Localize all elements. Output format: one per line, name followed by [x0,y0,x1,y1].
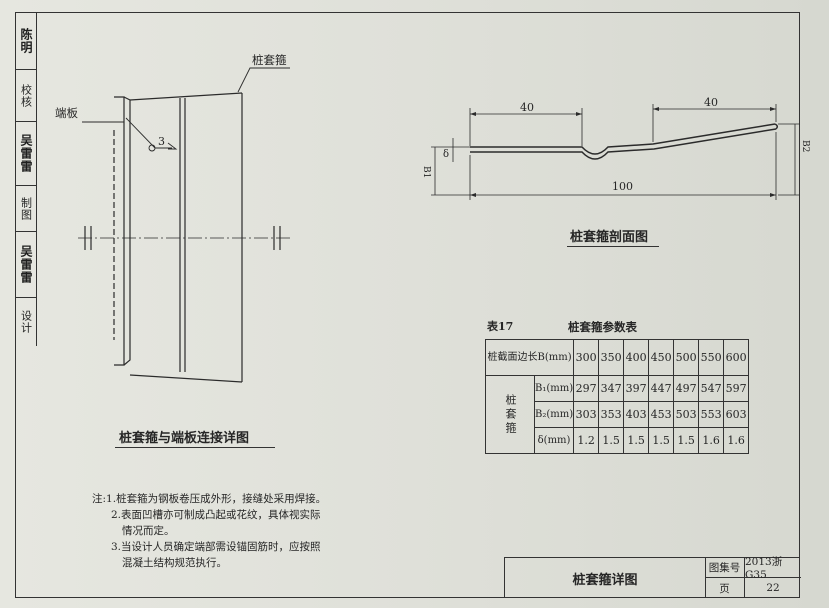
atlas-label: 图集号 [705,558,745,578]
table-cell: 403 [623,401,650,428]
dim-right-value: 40 [704,96,718,109]
table-cell: 1.5 [598,427,625,454]
stripe-cell-draw-label: 制图 [15,186,37,232]
signature-stripe: 陈明 校核 吴雷雷 制图 吴雷雷 设计 [15,12,37,346]
table-row: δ(mm) 1.2 1.5 1.5 1.5 1.5 1.6 1.6 [486,427,750,454]
b2-label: B2 [800,140,810,153]
table-cell: 347 [598,375,625,402]
table-row-label: δ(mm) [533,427,575,454]
table-cell: 1.6 [723,427,750,454]
drawing-frame [15,12,800,598]
table-cell: 553 [698,401,725,428]
atlas-value: 2013浙G35 [745,556,801,581]
hoop-leader [237,67,290,93]
hoop-top-edge [129,92,243,101]
weld-size-label: 3 [158,135,165,148]
table-cell: 1.6 [698,427,725,454]
b1-label: B1 [421,166,431,179]
table-cell: 303 [573,401,600,428]
table-cell: 1.5 [623,427,650,454]
section-end [774,123,779,130]
table-cell: 1.5 [673,427,700,454]
section-top [470,123,776,155]
section-title-underline [567,246,659,247]
weld-symbol [148,144,156,152]
table-cell: 497 [673,375,700,402]
table-cell: 550 [698,339,725,376]
notes-block: 注:1.桩套箍为钢板卷压成外形，接缝处采用焊接。 2.表面凹槽亦可制成凸起或花纹… [92,491,326,571]
table-row: 桩截面边长B(mm) 300 350 400 450 500 550 600 [484,339,750,376]
table-cell: 397 [623,375,650,402]
table-cell: 450 [648,339,675,376]
table-row-label: B₂(mm) [533,401,575,428]
drawing-name: 桩套箍详图 [505,558,706,598]
weld-leader [125,117,172,149]
stripe-cell-checker-sign: 吴雷雷 [15,122,37,186]
table-cell: 300 [573,339,600,376]
end-plate-label: 端板 [55,106,78,120]
dim-left-value: 40 [520,101,534,114]
end-plate-outline [114,96,125,366]
note-line: 混凝土结构规范执行。 [122,557,227,569]
stripe-cell-drafter-sign: 吴雷雷 [15,232,37,298]
table-cell: 1.2 [573,427,600,454]
table-group-label: 桩套箍 [485,375,535,454]
table-title: 桩套箍参数表 [568,320,637,334]
stripe-cell-check-label: 校核 [15,70,37,122]
note-line: 注:1.桩套箍为钢板卷压成外形，接缝处采用焊接。 [92,493,327,505]
hoop-label: 桩套箍 [252,53,287,67]
note-line: 2.表面凹槽亦可制成凸起或花纹，具体视实际 [111,509,321,521]
page-value: 22 [766,582,780,594]
table-cell: 1.5 [648,427,675,454]
table-header-label: 桩截面边长B(mm) [484,339,575,376]
table-cell: 503 [673,401,700,428]
stripe-cell-reviewer-sign: 陈明 [15,12,37,70]
table-row: 桩套箍 B₁(mm) 297 347 397 447 497 547 597 [485,375,750,454]
table-cell: 350 [598,339,625,376]
table-cell: 597 [723,375,750,402]
table-cell: 453 [648,401,675,428]
section-drawing-title: 桩套箍剖面图 [570,230,649,245]
table-cell: 400 [623,339,650,376]
note-line: 情况而定。 [122,525,175,537]
table-number: 表17 [487,320,514,333]
table-cell: 297 [573,375,600,402]
table-cell: 447 [648,375,675,402]
delta-label: δ [443,149,450,160]
end-plate-edge [123,96,131,366]
table-cell: 500 [673,339,700,376]
weld-flag [167,142,178,150]
page-label: 页 [705,578,745,598]
notes-prefix: 注: [92,493,107,505]
hoop-bottom-edge [129,374,243,383]
table-cell: 353 [598,401,625,428]
title-block: 桩套箍详图 图集号 2013浙G35 页 22 [504,556,801,598]
dim-total-value: 100 [612,180,633,193]
stripe-cell-design-label: 设计 [19,310,33,334]
note-line: 3.当设计人员确定端部需设锚固筋时，应按照 [111,541,321,553]
section-bottom [470,128,777,160]
detail-title-underline [115,447,275,448]
table-cell: 547 [698,375,725,402]
detail-drawing-title: 桩套箍与端板连接详图 [119,431,250,446]
table-cell: 600 [723,339,750,376]
parameter-table: 桩截面边长B(mm) 300 350 400 450 500 550 600 桩… [484,339,750,454]
table-cell: 603 [723,401,750,428]
table-row-label: B₁(mm) [533,375,575,402]
